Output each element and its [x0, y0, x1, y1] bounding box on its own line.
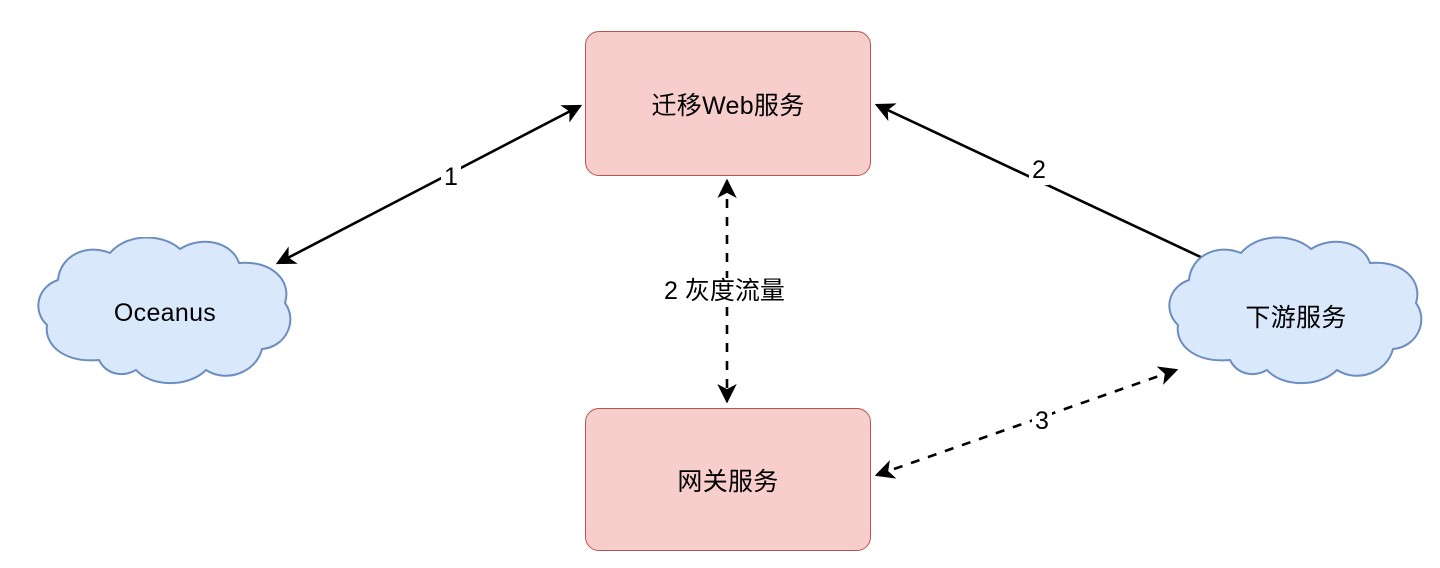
node-downstream-service[interactable]: 下游服务 [1165, 235, 1427, 387]
edge-label-gray-traffic: 2 灰度流量 [661, 277, 788, 306]
node-label-downstream-service: 下游服务 [1245, 304, 1347, 332]
edge-label-3: 3 [1032, 407, 1052, 436]
node-oceanus[interactable]: Oceanus [34, 237, 296, 387]
edge-label-2: 2 [1029, 156, 1049, 185]
edge-2-web-downstream[interactable] [874, 103, 1227, 270]
node-gateway-service[interactable]: 网关服务 [585, 408, 871, 551]
node-label-gateway-service: 网关服务 [677, 467, 779, 496]
node-migration-web-service[interactable]: 迁移Web服务 [585, 31, 871, 176]
cloud-shape-downstream-service [1168, 236, 1423, 385]
edge-4-gateway-downstream[interactable] [874, 366, 1179, 479]
edge-1-oceanus-web[interactable] [275, 104, 583, 265]
node-label-migration-web-service: 迁移Web服务 [651, 91, 805, 120]
edge-label-1: 1 [441, 163, 461, 192]
cloud-shape-oceanus [37, 237, 292, 385]
node-label-oceanus: Oceanus [113, 299, 217, 327]
